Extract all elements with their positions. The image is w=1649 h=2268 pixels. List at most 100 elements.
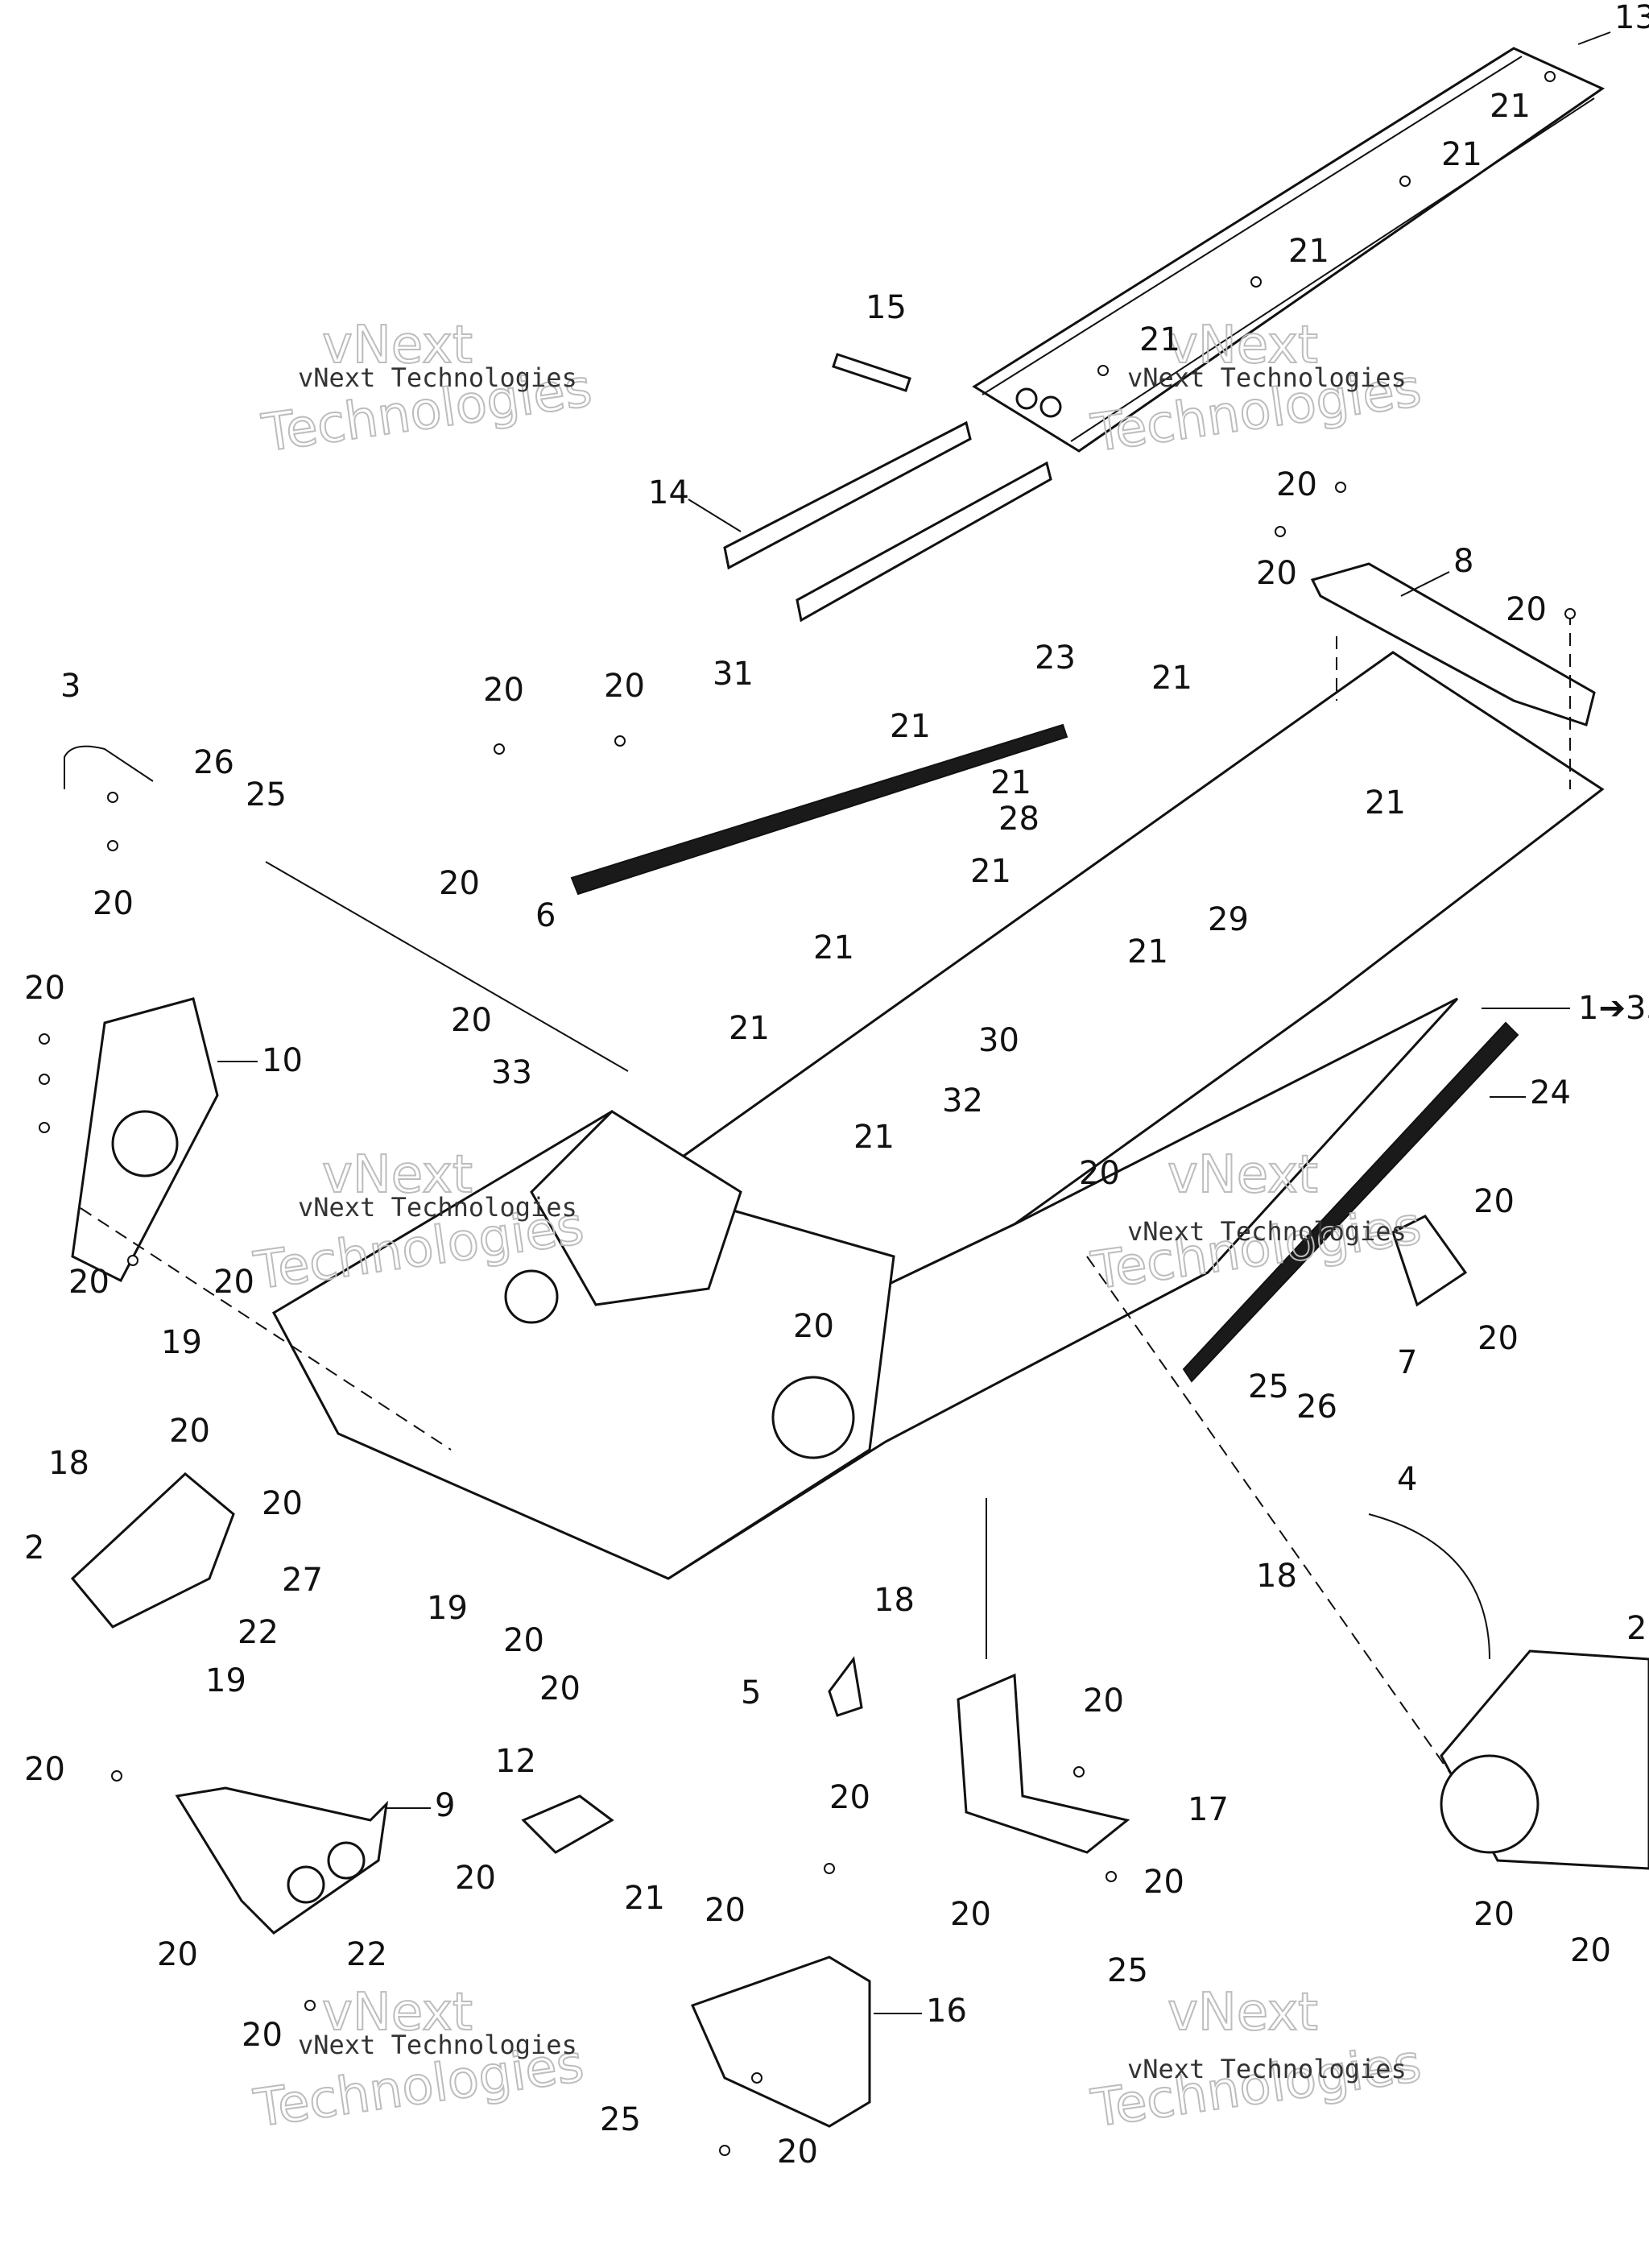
callout-2-right: 2 — [1626, 1610, 1647, 1647]
callout-22-b: 22 — [346, 1936, 387, 1973]
watermark-bottom-right: vNext Technologies vNext Technologies — [1087, 1982, 1425, 2140]
watermark-caption: vNext Technologies — [1127, 1216, 1407, 1247]
callout-20: 20 — [24, 970, 65, 1007]
callout-18-b: 18 — [1256, 1558, 1297, 1595]
callout-19-a: 19 — [161, 1324, 202, 1361]
callout-13: 13 — [1614, 0, 1649, 36]
callout-18-c: 18 — [874, 1582, 915, 1619]
callout-20: 20 — [829, 1779, 870, 1816]
callout-14: 14 — [648, 474, 689, 511]
side-rail-23-part — [570, 723, 1068, 896]
callout-25-top: 25 — [246, 776, 287, 813]
callout-20: 20 — [1276, 466, 1317, 503]
callout-19-c: 19 — [427, 1590, 468, 1627]
callout-4: 4 — [1397, 1461, 1417, 1498]
callout-9: 9 — [435, 1787, 455, 1824]
bracket-2-right-part — [1440, 1649, 1649, 1870]
callout-22-a: 22 — [238, 1614, 279, 1651]
callout-6: 6 — [535, 897, 556, 934]
callout-20: 20 — [262, 1485, 303, 1522]
callout-21: 21 — [624, 1880, 665, 1917]
callout-25-mid: 25 — [1248, 1368, 1289, 1405]
watermark-caption: vNext Technologies — [1127, 362, 1407, 393]
callout-32: 32 — [942, 1082, 983, 1120]
callout-20: 20 — [455, 1860, 496, 1897]
callout-30: 30 — [978, 1022, 1019, 1059]
watermark-caption: vNext Technologies — [1127, 2054, 1407, 2084]
plate-12-part — [521, 1794, 614, 1854]
callout-25-right: 25 — [1107, 1952, 1148, 1989]
callout-20: 20 — [1506, 591, 1547, 628]
callout-5: 5 — [741, 1674, 761, 1711]
callout-20: 20 — [604, 668, 645, 705]
callout-20: 20 — [213, 1264, 254, 1301]
callout-20: 20 — [93, 885, 134, 922]
watermark-caption: vNext Technologies — [298, 1192, 577, 1223]
callout-23: 23 — [1035, 639, 1076, 677]
tunnel-cover-part — [972, 47, 1606, 453]
callout-20: 20 — [1570, 1932, 1611, 1969]
callout-27: 27 — [282, 1562, 323, 1599]
callout-20: 20 — [242, 2017, 283, 2054]
callout-20: 20 — [1083, 1682, 1124, 1720]
callout-28: 28 — [998, 801, 1039, 838]
callout-24: 24 — [1530, 1074, 1571, 1111]
bracket-16-part — [690, 1956, 871, 2128]
watermark-word: Technologies — [1088, 2034, 1424, 2139]
callout-20: 20 — [950, 1896, 991, 1933]
watermark-name: vNext — [322, 1983, 473, 2042]
callout-20: 20 — [777, 2133, 818, 2171]
callout-21: 21 — [729, 1010, 770, 1047]
fasteners — [39, 71, 1576, 2156]
callout-20: 20 — [451, 1002, 492, 1039]
handle-3-part — [64, 745, 154, 789]
callout-20: 20 — [483, 672, 524, 709]
watermark-top-left: vNext Technologies vNext Technologies — [258, 315, 596, 465]
callout-20: 20 — [705, 1892, 746, 1929]
bracket-17-part — [957, 1673, 1130, 1854]
bar-15-part — [832, 353, 911, 392]
callout-26-mid: 26 — [1296, 1389, 1337, 1426]
callout-26-top: 26 — [193, 744, 234, 781]
bracket-7-part — [1391, 1215, 1468, 1307]
bracket-2-left-part — [70, 1472, 235, 1629]
callout-20: 20 — [157, 1936, 198, 1973]
callout-20: 20 — [24, 1751, 65, 1788]
bracket-5-part — [828, 1656, 863, 1717]
callout-21: 21 — [1288, 233, 1329, 270]
callout-21: 21 — [853, 1119, 895, 1156]
watermark-caption: vNext Technologies — [298, 362, 577, 393]
plate-8-part — [1310, 562, 1596, 726]
callout-21: 21 — [1441, 136, 1482, 173]
watermark-bottom-left: vNext Technologies vNext Technologies — [250, 1982, 588, 2140]
callout-21: 21 — [1365, 784, 1406, 822]
callout-29: 29 — [1208, 901, 1249, 938]
rails-14-part — [723, 420, 1052, 623]
callout-20: 20 — [68, 1264, 110, 1301]
watermark-name: vNext — [322, 1145, 473, 1205]
watermark-caption: vNext Technologies — [298, 2030, 577, 2060]
callout-21: 21 — [890, 708, 931, 745]
callout-19-b: 19 — [205, 1662, 246, 1699]
callout-33: 33 — [491, 1054, 532, 1091]
watermark-name: vNext — [1168, 1145, 1318, 1205]
callout-21: 21 — [1490, 88, 1531, 125]
callout-20: 20 — [1473, 1183, 1515, 1220]
callout-21: 21 — [1127, 933, 1168, 971]
callout-25-bottom: 25 — [600, 2101, 641, 2138]
watermark-name: vNext — [322, 316, 473, 375]
callout-20: 20 — [503, 1622, 544, 1659]
callout-20: 20 — [1143, 1864, 1184, 1901]
callout-31: 31 — [713, 656, 754, 693]
watermark-name: vNext — [1168, 1983, 1318, 2042]
callout-21: 21 — [1139, 321, 1180, 358]
callout-17: 17 — [1188, 1791, 1229, 1828]
callout-3: 3 — [60, 668, 81, 705]
callout-20: 20 — [1473, 1896, 1515, 1933]
callout-20: 20 — [539, 1670, 581, 1707]
handle-4-part — [1368, 1513, 1490, 1660]
callout-20: 20 — [1079, 1155, 1120, 1192]
callout-18-a: 18 — [48, 1445, 89, 1482]
bracket-9-part — [175, 1786, 389, 1935]
